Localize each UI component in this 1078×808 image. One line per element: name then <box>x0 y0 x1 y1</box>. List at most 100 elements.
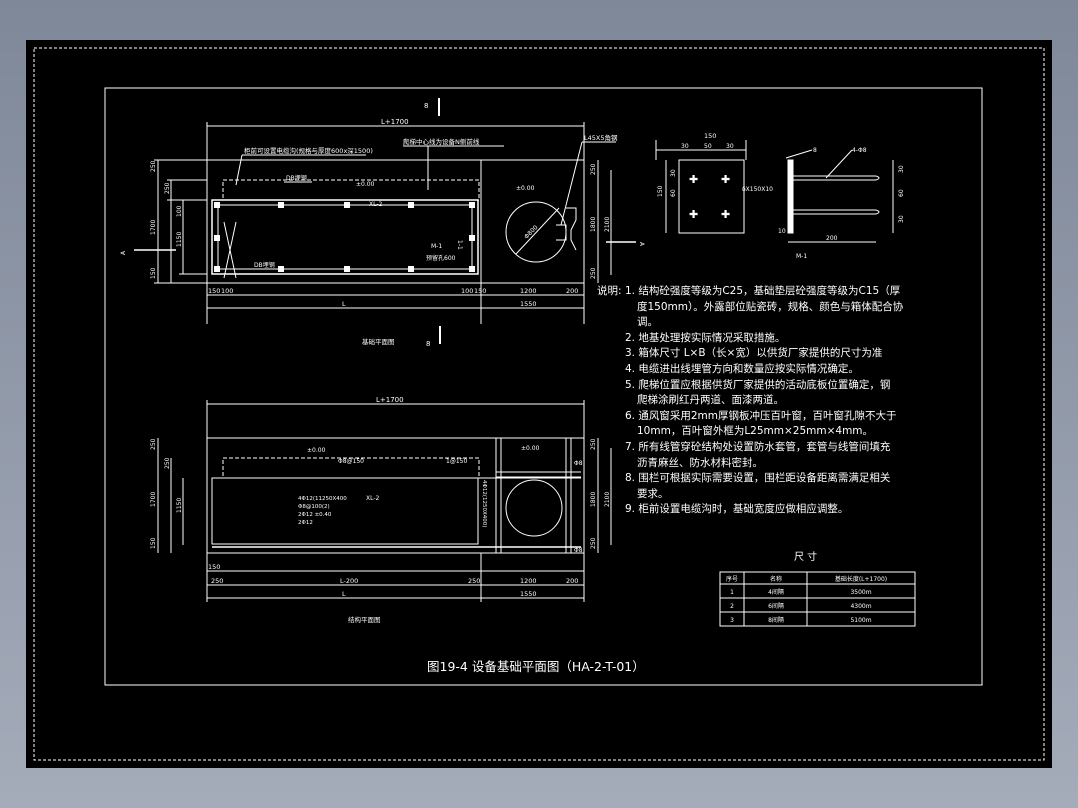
table-cell: 3 <box>730 617 734 624</box>
note-line: 5. 爬梯位置应根据供货厂家提供的活动底板位置确定，钢 <box>625 378 891 391</box>
plan2-right-dim-2: 2100 <box>604 492 611 507</box>
plan2-dim-L: L <box>342 590 346 598</box>
note-line: 调。 <box>637 316 658 329</box>
plan2-xl: XL-2 <box>366 495 380 502</box>
structural-plan: L+1700 ±0.00 Φ8@150 1@150 4Φ12(11250X400… <box>150 396 612 624</box>
plan1-level2: ±0.00 <box>516 185 535 192</box>
detail-top-dim-0: 150 <box>704 132 716 140</box>
detail-top-dim-2: 50 <box>704 143 712 150</box>
bolt-2: ✚ <box>721 173 730 186</box>
plan2-s1: 1@150 <box>446 458 467 465</box>
table-cell: 3500m <box>850 589 871 596</box>
plan1-left-dim-2: 100 <box>176 205 183 217</box>
table-cell: 4300m <box>850 603 871 610</box>
note-line: 2. 地基处理按实际情况采取措施。 <box>625 331 786 344</box>
note-line: 沥青麻丝、防水材料密封。 <box>637 456 763 469</box>
foundation-plan: 8 L+1700 柜前可设置电缆沟(规格与厚度600x深1500) 爬梯中心线为… <box>120 98 645 348</box>
size-table: 尺 寸 <box>719 550 916 627</box>
note-line: 度150mm）。外露部位贴瓷砖，规格、颜色与箱体配合协 <box>637 300 904 313</box>
detail-bolt-label: 4-Φ8 <box>852 147 867 154</box>
plan2-vert: 4Φ12(1250X400) <box>481 480 487 527</box>
table-cell: 1 <box>730 589 734 596</box>
plan1-top-dim: L+1700 <box>381 118 409 126</box>
plan2-bottom-dim-0: 150 <box>208 563 220 571</box>
plan1-pipe: 预留孔600 <box>426 254 456 262</box>
table-title: 尺 寸 <box>794 550 817 563</box>
notes-lead: 说明: <box>597 285 622 297</box>
plan1-db-label: DB埋钢 <box>286 174 307 182</box>
plan2-bar: Φ8@150 <box>338 458 364 465</box>
table-header: 序号 <box>726 575 738 583</box>
plan2-left-dim-1: 250 <box>164 457 171 469</box>
note-line: 要求。 <box>637 487 669 500</box>
note-line: 10mm，百叶窗外框为L25mm×25mm×4mm。 <box>637 425 874 438</box>
plan2-phi: Φ8 <box>574 460 583 467</box>
note-line: 8. 围栏可根据实际需要设置，围栏距设备距离需满足相关 <box>625 472 891 485</box>
plan2-left-dim-4: 150 <box>150 537 157 549</box>
plan1-level: ±0.00 <box>356 181 375 188</box>
cad-drawing: 8 L+1700 柜前可设置电缆沟(规格与厚度600x深1500) 爬梯中心线为… <box>33 47 1045 761</box>
plan2-side: ±0.00 <box>521 445 540 452</box>
detail-top-dim-1: 30 <box>681 143 689 150</box>
note-line: 4. 电缆进出线埋管方向和数量应按实际情况确定。 <box>625 363 859 375</box>
plan2-phi2: Φ8 <box>574 547 583 554</box>
note-line: 7. 所有线管穿砼结构处设置防水套管，套管与线管间填充 <box>625 441 891 453</box>
table-cell: 5100m <box>850 617 871 624</box>
embedded-plate-detail: 150 30 50 30 ✚ ✚ ✚ ✚ 150 30 60 8 4-Φ8 δX… <box>655 132 905 260</box>
note-line: 9. 柜前设置电缆沟时，基础宽度应做相应调整。 <box>625 503 849 516</box>
note-line: 6. 通风窗采用2mm厚钢板冲压百叶窗，百叶窗孔隙不大于 <box>625 409 897 422</box>
detail-dim-200: 200 <box>826 235 838 242</box>
detail-left-dim-2: 60 <box>670 189 677 197</box>
plan2-dim-1550: 1550 <box>520 590 537 598</box>
note-line: 1. 结构砼强度等级为C25，基础垫层砼强度等级为C15（厚 <box>625 285 901 297</box>
plan2-right-dim-0: 250 <box>590 438 597 450</box>
table-cell: 2 <box>730 603 734 610</box>
plan2-right-dim-1: 1800 <box>590 492 597 507</box>
plan1-marker-a: A <box>120 250 127 255</box>
plan2-title: 结构平面图 <box>348 615 381 624</box>
plan2-bottom-dim-4: 200 <box>566 577 578 585</box>
table-cell: 8间隔 <box>768 616 784 624</box>
plan1-left-dim-1: 250 <box>164 182 171 194</box>
bolt-1: ✚ <box>689 173 698 186</box>
plan1-bottom-dim-3: 150 <box>474 287 486 295</box>
plan1-left-dim-0: 250 <box>150 160 157 172</box>
inner-frame <box>104 87 983 686</box>
plan1-db2: DB埋钢 <box>254 261 275 269</box>
bolt-3: ✚ <box>689 208 698 221</box>
plan1-callout-left: 柜前可设置电缆沟(规格与厚度600x深1500) <box>244 146 373 155</box>
detail-dim-10: 10 <box>778 228 786 235</box>
embedded-plates <box>214 202 475 272</box>
detail-left-dim-0: 150 <box>657 185 664 197</box>
plan1-marker-a2: A <box>638 242 645 247</box>
plan2-dim-L200: L-200 <box>340 577 358 585</box>
table-cell: 4间隔 <box>768 588 784 596</box>
drawing-caption: 图19-4 设备基础平面图（HA-2-T-01） <box>427 659 645 674</box>
plan1-right-dim-1: 1800 <box>590 217 597 232</box>
note-line: 爬梯涂刷红丹两道、面漆两道。 <box>637 394 784 407</box>
plan2-bottom-dim-3: 1200 <box>520 577 537 585</box>
plan1-bottom-dim-5: 200 <box>566 287 578 295</box>
detail-top-dim-3: 30 <box>726 143 734 150</box>
plan1-left-dim-4: 1150 <box>176 232 183 247</box>
plan2-bottom-dim-1: 250 <box>211 577 223 585</box>
table-cell: 6间隔 <box>768 602 784 610</box>
plan1-bottom-dim-1: 100 <box>221 287 233 295</box>
plan1-left-dim-3: 1700 <box>150 220 157 235</box>
detail-right-dim-1: 60 <box>898 189 905 197</box>
plan2-left-dim-3: 1150 <box>176 498 183 513</box>
plan1-right-dim-0: 250 <box>590 163 597 175</box>
section-mark-top: 8 <box>424 102 428 110</box>
plan2-rebar-b: Φ8@100(2) <box>298 504 330 510</box>
detail-label-b: 8 <box>813 147 817 154</box>
plan1-bottom-dim-0: 150 <box>208 287 220 295</box>
plan1-right-dim-2: 2100 <box>604 217 611 232</box>
plan2-left-dim-0: 250 <box>150 438 157 450</box>
plan1-callout-angle: L45X5角钢 <box>584 133 618 142</box>
plan1-side: 1-1 <box>456 240 463 250</box>
plan1-callout-right: 爬梯中心线为设备N侧前线 <box>403 137 480 146</box>
plan2-left-dim-2: 1700 <box>150 492 157 507</box>
plan1-left-dim-5: 150 <box>150 267 157 279</box>
plan1-m: M-1 <box>431 243 442 250</box>
plan1-bottom-dim-2: 100 <box>461 287 473 295</box>
